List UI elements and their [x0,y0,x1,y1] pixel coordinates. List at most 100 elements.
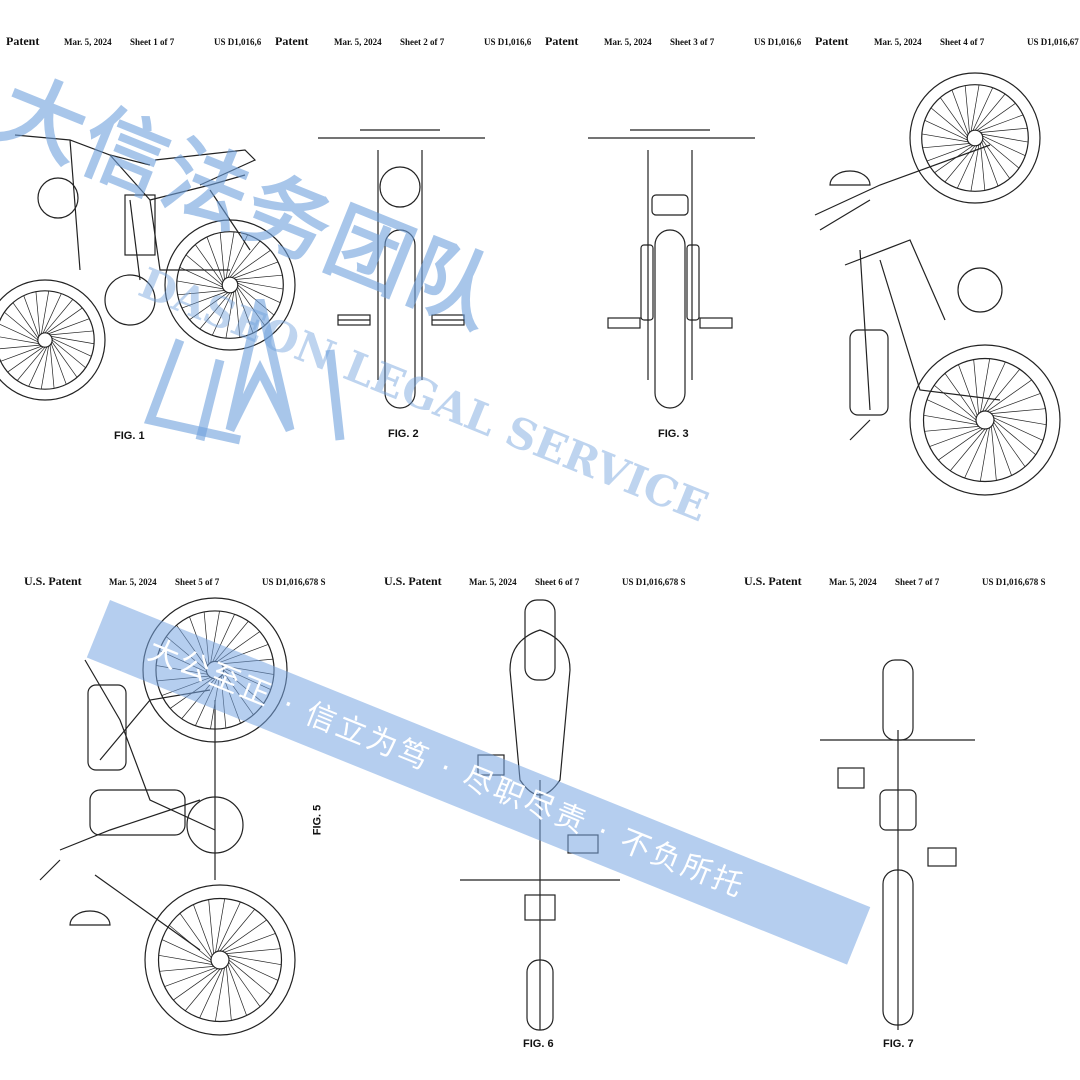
wheel-spoke [176,624,207,668]
fig1-rear-wheel [164,219,296,351]
fig4-inverted-side-drawing [814,144,1003,441]
wheel-spoke [228,959,271,995]
wheel-spoke [926,399,977,423]
wheel-spoke [972,87,994,131]
wheel-spoke [929,427,981,447]
wheel-spoke [219,232,225,280]
wheel-spoke [973,359,979,414]
wheel-spoke [158,954,213,965]
wheel-spoke [226,966,232,1021]
wheel-spoke [156,665,208,675]
wheel-spoke [156,675,209,682]
wheel-spoke [169,925,212,961]
wheel-spoke [981,141,999,187]
wheel-spoke [980,127,1028,133]
wheel-spoke [991,408,1046,414]
wheel-spoke [0,345,42,362]
wheel-spoke [980,358,991,413]
wheel-spoke [177,290,225,296]
fig7-label: FIG. 7 [883,1038,914,1050]
wheel-spoke [49,345,55,389]
wheel-spoke [51,339,86,369]
wheel-spoke [206,236,224,282]
wheel-spoke [225,291,235,339]
wheel-spoke [930,107,968,139]
wheel-spoke [964,428,988,479]
wheel-spoke [993,417,1044,441]
wheel-spoke [980,143,986,191]
wheel-spoke [51,337,92,357]
wheel-rim [975,410,995,430]
wheel-spoke [222,919,267,952]
wheel-spoke [944,145,976,183]
fig4-bottom-wheel [909,344,1061,496]
wheel-spoke [228,957,279,981]
fig1-bike-drawing [14,134,257,326]
wheel-spoke [28,346,48,387]
wheel-spoke [159,650,207,673]
wheel-rim [0,290,95,390]
wheel-spoke [991,426,997,481]
wheel-spoke [934,145,974,173]
wheel-spoke [237,286,265,326]
wheel-spoke [50,343,67,385]
wheel-spoke [993,419,1036,455]
wheel-spoke [233,261,279,279]
wheel-spoke [970,84,980,132]
wheel-rim [210,950,230,970]
wheel-spoke [219,909,255,952]
wheel-spoke [181,678,216,719]
wheel-spoke [926,144,972,162]
wheel-spoke [223,667,271,690]
fig5-bottom-wheel [144,884,296,1036]
fig2-front-view-drawing [318,129,485,409]
wheel-spoke [40,346,49,390]
wheel-spoke [214,967,225,1022]
wheel-spoke [179,913,212,958]
fig5-label: FIG. 5 [311,804,324,836]
wheel-spoke [46,307,83,334]
wheel-spoke [51,336,95,345]
wheel-rim [909,344,1061,496]
wheel-spoke [185,254,223,286]
fig7-bottom-view-drawing [820,659,975,1030]
sheet1-number-of: Sheet 1 of 7 [130,37,175,47]
wheel-rim [164,219,296,351]
wheel-spoke [978,114,1024,132]
wheel-spoke [217,631,261,662]
wheel-rim [909,72,1041,204]
sheet6-date: Mar. 5, 2024 [469,577,517,587]
wheel-spoke [956,145,978,189]
wheel-spoke [235,274,283,280]
wheel-spoke [214,621,249,662]
wheel-spoke [993,422,1026,467]
wheel-spoke [179,266,223,288]
wheel-spoke [223,669,264,704]
sheet3-title: Patent [545,34,579,48]
wheel-spoke [992,424,1012,476]
sheet7-date: Mar. 5, 2024 [829,577,877,587]
wheel-rim [176,231,284,339]
wheel-spoke [169,678,213,709]
wheel-spoke [227,955,282,966]
wheel-spoke [0,336,39,344]
wheel-spoke [16,346,46,381]
wheel-spoke [7,346,44,373]
wheel-spoke [173,968,218,1001]
fig2-label: FIG. 2 [388,428,419,440]
wheel-spoke [51,341,78,378]
wheel-spoke [228,962,261,1007]
wheel-spoke [221,658,274,665]
fig6-top-view-drawing [460,599,620,1031]
wheel-spoke [982,137,1020,169]
sheet3-patent-number: US D1,016,6 [754,37,802,47]
wheel-spoke [12,302,39,339]
wheel-spoke [189,292,229,320]
wheel-spoke [211,292,233,336]
wheel-rim [922,357,1048,483]
wheel-spoke [982,139,1010,179]
wheel-spoke [44,299,74,334]
wheel-rim [966,129,984,147]
sheet3-number-of: Sheet 3 of 7 [670,37,715,47]
wheel-spoke [226,948,281,954]
